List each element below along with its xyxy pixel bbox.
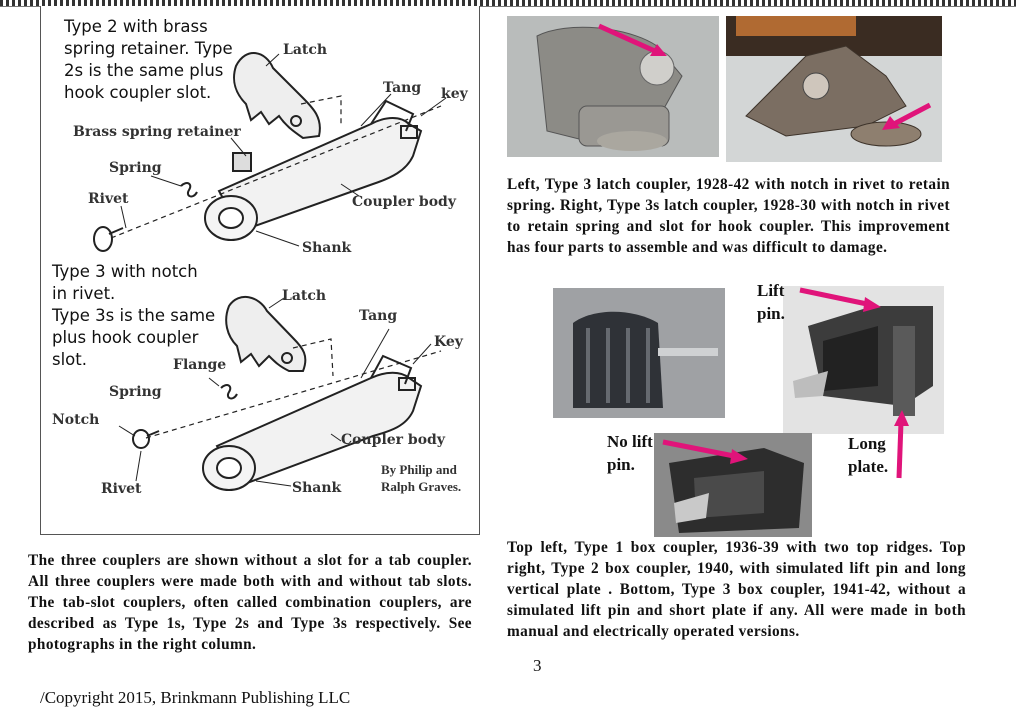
diagram-drawing	[93, 52, 447, 491]
arrow-long-plate	[894, 410, 909, 479]
label-notch: Notch	[52, 412, 100, 428]
label-key-top: key	[441, 86, 468, 102]
label-flange: Flange	[173, 357, 227, 373]
arrow-rivet-notch	[597, 23, 667, 56]
type3-heading: Type 3 with notch in rivet. Type 3s is t…	[52, 262, 216, 369]
label-shank-top: Shank	[302, 240, 352, 256]
label-spring-top: Spring	[109, 160, 162, 176]
label-shank-bottom: Shank	[292, 480, 342, 496]
label-tang-top: Tang	[383, 80, 422, 96]
callout-no-lift-pin: No lift pin.	[607, 432, 653, 474]
label-coupler-body-bottom: Coupler body	[341, 432, 445, 448]
label-latch-bottom: Latch	[282, 288, 327, 304]
type2-heading: Type 2 with brass spring retainer. Type …	[64, 17, 233, 102]
arrow-hook-slot	[882, 102, 932, 130]
page-number: 3	[533, 656, 542, 675]
diagram-credit: By Philip and Ralph Graves.	[381, 462, 462, 494]
photo-type1-box-coupler	[553, 288, 725, 418]
label-key-bottom: Key	[434, 334, 463, 350]
arrow-no-lift-pin	[662, 439, 748, 464]
callout-lift-pin: Lift pin.	[757, 281, 785, 323]
photo-type2-box-coupler	[783, 286, 944, 434]
page-top-border	[0, 0, 1016, 7]
label-latch-top: Latch	[283, 42, 328, 58]
bottom-right-caption: Top left, Type 1 box coupler, 1936-39 wi…	[507, 539, 966, 640]
label-rivet-top: Rivet	[88, 191, 129, 207]
photo-type3-latch	[507, 16, 719, 157]
label-spring-bottom: Spring	[109, 384, 162, 400]
label-coupler-body-top: Coupler body	[352, 194, 456, 210]
label-retainer: Brass spring retainer	[73, 124, 241, 140]
callout-long-plate: Long plate.	[848, 434, 889, 476]
arrow-lift-pin	[799, 287, 881, 312]
top-right-caption: Left, Type 3 latch coupler, 1928-42 with…	[507, 176, 950, 256]
label-tang-bottom: Tang	[359, 308, 398, 324]
copyright-notice: /Copyright 2015, Brinkmann Publishing LL…	[40, 688, 351, 707]
coupler-diagram: Type 2 with brass spring retainer. Type …	[40, 6, 480, 535]
left-caption: The three couplers are shown without a s…	[28, 552, 472, 653]
label-rivet-bottom: Rivet	[101, 481, 142, 497]
photo-type3s-latch	[726, 16, 942, 162]
